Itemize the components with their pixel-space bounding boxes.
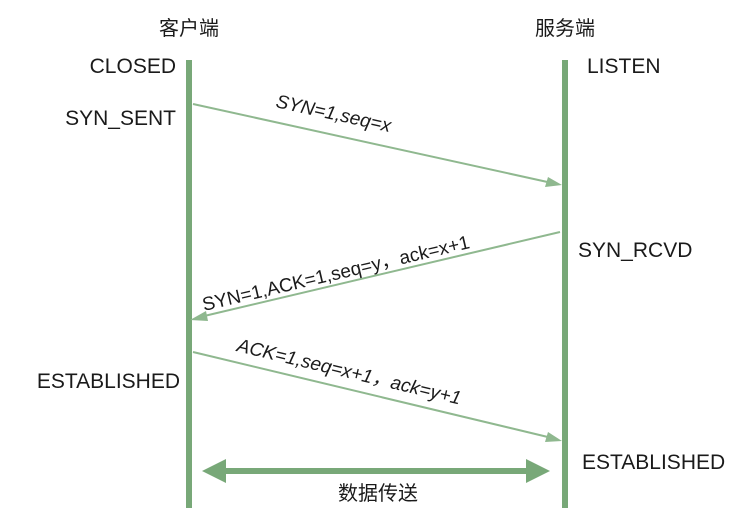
data-transfer-arrowhead-left xyxy=(202,459,226,483)
data-transfer-label: 数据传送 xyxy=(338,481,418,505)
message-2-arrow xyxy=(199,231,561,318)
message-1-arrow xyxy=(192,103,553,184)
client-title: 客户端 xyxy=(159,16,219,40)
client-state-established: ESTABLISHED xyxy=(37,370,180,393)
server-title: 服务端 xyxy=(535,16,595,40)
client-state-closed: CLOSED xyxy=(90,55,176,78)
message-2-label: SYN=1,ACK=1,seq=y，ack=x+1 xyxy=(200,232,472,315)
client-state-syn-sent: SYN_SENT xyxy=(65,107,176,130)
message-3-arrowhead xyxy=(545,432,562,442)
message-1-label: SYN=1,seq=x xyxy=(274,91,394,137)
data-transfer-arrowhead-right xyxy=(526,459,550,483)
message-2-arrowhead xyxy=(190,311,208,321)
server-state-listen: LISTEN xyxy=(587,55,661,78)
server-state-established: ESTABLISHED xyxy=(582,451,725,474)
message-1-arrowhead xyxy=(545,177,562,187)
message-3-arrow xyxy=(192,351,553,439)
server-state-syn-rcvd: SYN_RCVD xyxy=(578,239,692,262)
message-3-label: ACK=1,seq=x+1，ack=y+1 xyxy=(234,335,463,409)
